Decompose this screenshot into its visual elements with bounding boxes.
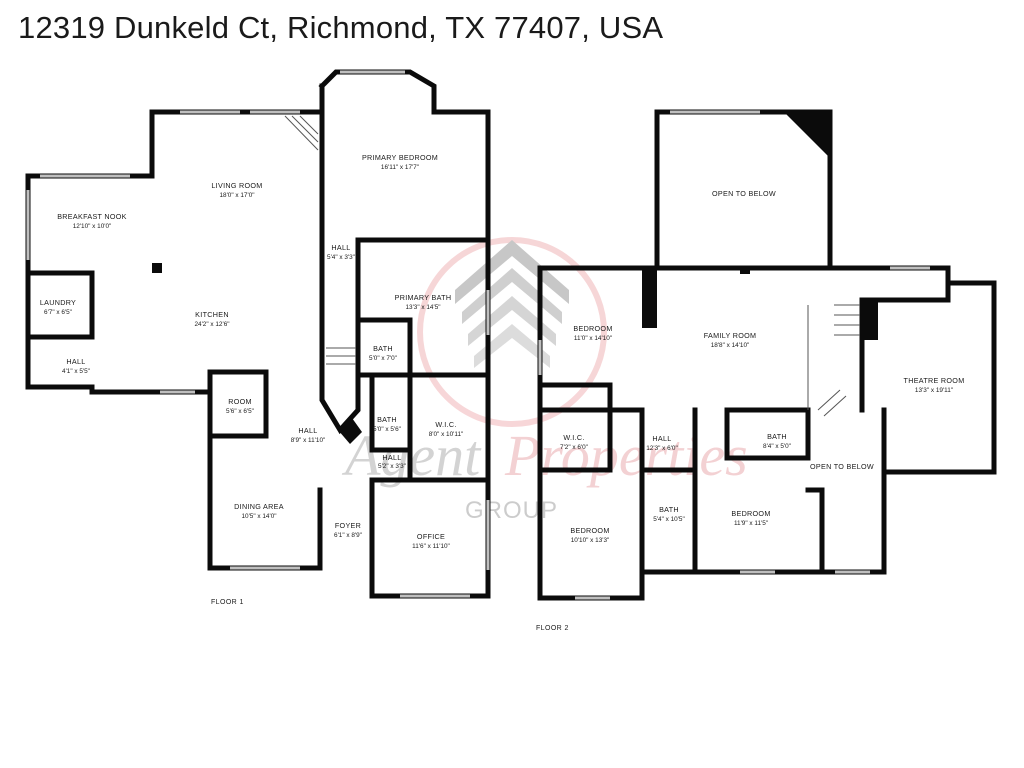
room-bedroom-1: BEDROOM 11'0" x 14'10" bbox=[573, 324, 612, 342]
room-name: HALL bbox=[331, 243, 350, 252]
room-name: FOYER bbox=[335, 521, 361, 530]
room-bath-3: BATH 8'4" x 5'0" bbox=[763, 432, 791, 450]
room-dim: 11'9" x 11'5" bbox=[734, 520, 768, 527]
room-bath-2: BATH 5'0" x 5'6" bbox=[373, 415, 401, 433]
room-name: BATH bbox=[377, 415, 397, 424]
room-office: OFFICE 11'6" x 11'10" bbox=[412, 532, 450, 550]
room-dim: 11'0" x 14'10" bbox=[574, 335, 612, 342]
svg-text:GROUP: GROUP bbox=[465, 497, 558, 524]
floor-2-label: FLOOR 2 bbox=[536, 625, 569, 632]
room-name: BATH bbox=[659, 505, 679, 514]
room-name: ROOM bbox=[228, 397, 252, 406]
room-dim: 5'4" x 3'3" bbox=[327, 254, 355, 261]
room-hall-3: HALL 8'9" x 11'10" bbox=[291, 426, 326, 444]
room-bedroom-3: BEDROOM 11'9" x 11'5" bbox=[731, 509, 770, 527]
room-dim: 6'1" x 8'9" bbox=[334, 532, 362, 539]
room-dim: 11'6" x 11'10" bbox=[412, 543, 450, 550]
room-dim: 8'4" x 5'0" bbox=[763, 443, 791, 450]
room-name: LAUNDRY bbox=[40, 298, 76, 307]
floor-2-walls bbox=[537, 109, 997, 601]
room-name: DINING AREA bbox=[234, 502, 284, 511]
room-living-room: LIVING ROOM 18'0" x 17'0" bbox=[211, 181, 262, 199]
room-name: BEDROOM bbox=[570, 526, 609, 535]
room-name: BATH bbox=[373, 344, 393, 353]
room-name: HALL bbox=[382, 453, 401, 462]
room-dim: 24'2" x 12'6" bbox=[194, 321, 229, 328]
room-name: OFFICE bbox=[417, 532, 445, 541]
room-dim: 5'6" x 6'5" bbox=[226, 408, 254, 415]
room-foyer: FOYER 6'1" x 8'9" bbox=[334, 521, 362, 539]
room-primary-bath: PRIMARY BATH 13'3" x 14'5" bbox=[395, 293, 452, 311]
room-kitchen: KITCHEN 24'2" x 12'6" bbox=[194, 310, 229, 328]
room-bedroom-2: BEDROOM 10'10" x 13'3" bbox=[570, 526, 609, 544]
room-open-to-below-1: OPEN TO BELOW bbox=[712, 189, 776, 198]
room-name: W.I.C. bbox=[563, 433, 584, 442]
room-room: ROOM 5'6" x 6'5" bbox=[226, 397, 254, 415]
room-dim: 13'3" x 14'5" bbox=[405, 304, 440, 311]
room-hall-2: HALL 4'1" x 5'5" bbox=[62, 357, 90, 375]
room-hall-1: HALL 5'4" x 3'3" bbox=[327, 243, 355, 261]
floor-2-details bbox=[538, 110, 930, 600]
room-name: HALL bbox=[298, 426, 317, 435]
floor-1-walls bbox=[25, 69, 491, 599]
room-name: BEDROOM bbox=[731, 509, 770, 518]
room-bath-4: BATH 5'4" x 10'5" bbox=[653, 505, 685, 523]
room-dim: 18'0" x 17'0" bbox=[219, 192, 254, 199]
room-labels: FLOOR 1 FLOOR 2 BREAKFAST NOOK 12'10" x 1… bbox=[40, 153, 965, 632]
room-dim: 5'2" x 3'3" bbox=[378, 463, 406, 470]
room-primary-bedroom: PRIMARY BEDROOM 16'11" x 17'7" bbox=[362, 153, 438, 171]
room-name: PRIMARY BEDROOM bbox=[362, 153, 438, 162]
room-name: W.I.C. bbox=[435, 420, 456, 429]
room-dim: 8'9" x 11'10" bbox=[291, 437, 326, 444]
room-dim: 4'1" x 5'5" bbox=[62, 368, 90, 375]
room-dim: 10'5" x 14'0" bbox=[241, 513, 276, 520]
room-wic-2: W.I.C. 7'2" x 6'0" bbox=[560, 433, 588, 451]
room-laundry: LAUNDRY 6'7" x 6'5" bbox=[40, 298, 76, 316]
address-title: 12319 Dunkeld Ct, Richmond, TX 77407, US… bbox=[18, 10, 664, 45]
room-theatre-room: THEATRE ROOM 13'3" x 19'11" bbox=[904, 376, 965, 394]
room-dim: 5'4" x 10'5" bbox=[653, 516, 685, 523]
room-dim: 12'3" x 6'0" bbox=[646, 445, 678, 452]
room-name: BEDROOM bbox=[573, 324, 612, 333]
floor-1-details bbox=[26, 70, 490, 598]
room-name: PRIMARY BATH bbox=[395, 293, 452, 302]
room-name: OPEN TO BELOW bbox=[810, 462, 874, 471]
room-dim: 5'0" x 7'0" bbox=[369, 355, 397, 362]
room-name: HALL bbox=[66, 357, 85, 366]
room-name: BREAKFAST NOOK bbox=[57, 212, 127, 221]
room-name: KITCHEN bbox=[195, 310, 229, 319]
room-open-to-below-2: OPEN TO BELOW bbox=[810, 462, 874, 471]
room-hall-5: HALL 12'3" x 6'0" bbox=[646, 434, 678, 452]
room-dim: 7'2" x 6'0" bbox=[560, 444, 588, 451]
room-dining-area: DINING AREA 10'5" x 14'0" bbox=[234, 502, 284, 520]
room-name: OPEN TO BELOW bbox=[712, 189, 776, 198]
room-name: THEATRE ROOM bbox=[904, 376, 965, 385]
room-name: BATH bbox=[767, 432, 787, 441]
room-dim: 8'0" x 10'11" bbox=[429, 431, 464, 438]
room-name: FAMILY ROOM bbox=[704, 331, 757, 340]
room-dim: 6'7" x 6'5" bbox=[44, 309, 72, 316]
watermark-text: Agent Properties GROUP bbox=[341, 423, 748, 524]
svg-text:Properties: Properties bbox=[504, 423, 748, 488]
room-dim: 18'8" x 14'10" bbox=[711, 342, 750, 349]
room-dim: 13'3" x 19'11" bbox=[915, 387, 953, 394]
floor-1-label: FLOOR 1 bbox=[211, 599, 244, 606]
room-breakfast-nook: BREAKFAST NOOK 12'10" x 10'0" bbox=[57, 212, 127, 230]
room-bath-1: BATH 5'0" x 7'0" bbox=[369, 344, 397, 362]
room-dim: 12'10" x 10'0" bbox=[73, 223, 112, 230]
room-family-room: FAMILY ROOM 18'8" x 14'10" bbox=[704, 331, 757, 349]
room-dim: 16'11" x 17'7" bbox=[381, 164, 419, 171]
room-dim: 5'0" x 5'6" bbox=[373, 426, 401, 433]
room-name: HALL bbox=[652, 434, 671, 443]
room-dim: 10'10" x 13'3" bbox=[571, 537, 610, 544]
room-wic-1: W.I.C. 8'0" x 10'11" bbox=[429, 420, 464, 438]
room-name: LIVING ROOM bbox=[211, 181, 262, 190]
